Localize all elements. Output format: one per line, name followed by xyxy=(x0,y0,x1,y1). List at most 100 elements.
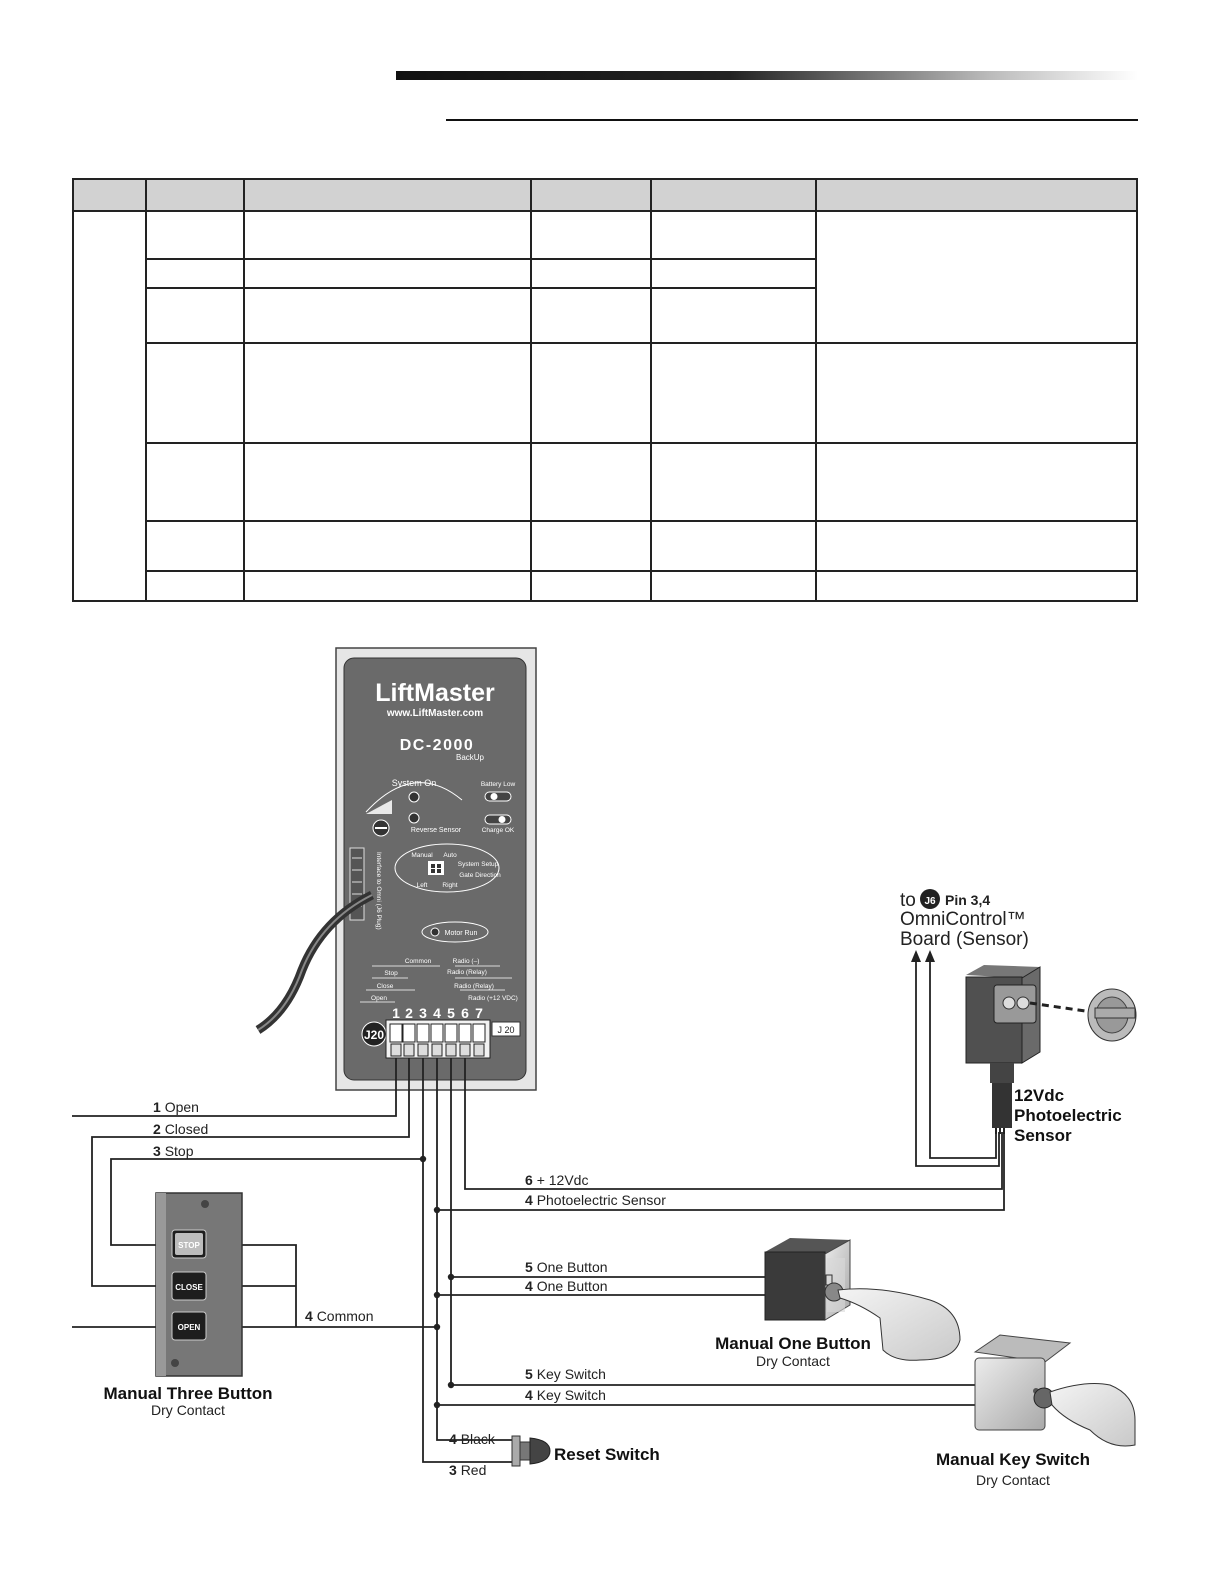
dip-switch[interactable] xyxy=(428,861,444,875)
table-cell xyxy=(530,342,652,444)
table-cell xyxy=(650,258,817,289)
wire-label-closed: 2 Closed xyxy=(153,1121,208,1137)
table-cell xyxy=(145,287,245,344)
brand-url: www.LiftMaster.com xyxy=(386,708,483,719)
table-cell xyxy=(650,442,817,522)
table-header-cell xyxy=(530,178,652,212)
table-row xyxy=(73,287,1137,344)
terminal-socket xyxy=(445,1043,457,1057)
stop-term-label: Stop xyxy=(384,970,398,977)
open-button[interactable] xyxy=(171,1311,207,1341)
radio-12vdc-label: Radio (+12 VDC) xyxy=(468,995,518,1002)
radio-relay-label-2: Radio (Relay) xyxy=(454,983,494,990)
terminal-screw[interactable] xyxy=(472,1023,486,1043)
header-rule xyxy=(446,119,1138,121)
spec-table xyxy=(72,178,1138,602)
pin-number: 3 xyxy=(419,1005,427,1021)
table-cell xyxy=(530,210,652,260)
hand-key-icon xyxy=(1049,1383,1136,1447)
three-button-subtitle: Dry Contact xyxy=(151,1402,225,1418)
table-cell xyxy=(243,258,532,289)
header-bar xyxy=(396,71,1138,80)
pin-number: 2 xyxy=(405,1005,413,1021)
terminal-socket xyxy=(431,1043,443,1057)
pin-number: 5 xyxy=(447,1005,455,1021)
reset-switch-title: Reset Switch xyxy=(554,1445,660,1464)
terminal-screw[interactable] xyxy=(444,1023,458,1043)
terminal-screw[interactable] xyxy=(402,1023,416,1043)
wire-label-stop: 3 Stop xyxy=(153,1143,194,1159)
reverse-sensor-led xyxy=(408,812,420,824)
table-cell xyxy=(650,210,817,260)
sensor-title-1: 12Vdc xyxy=(1014,1086,1064,1105)
table-row xyxy=(73,342,1138,444)
reset-switch: Reset Switch xyxy=(511,1435,660,1467)
reverse-sensor-label: Reverse Sensor xyxy=(411,827,462,834)
wire-label-one-button-4: 4 One Button xyxy=(525,1278,608,1294)
wire-label-one-button-5: 5 One Button xyxy=(525,1259,608,1275)
close-term-label: Close xyxy=(377,983,394,990)
table-header-cell xyxy=(650,178,817,212)
table-row xyxy=(73,520,1138,572)
table-cell xyxy=(530,442,652,522)
j6-badge-label: J6 xyxy=(924,896,936,907)
table-cell xyxy=(243,442,532,522)
terminal-screw[interactable] xyxy=(458,1023,472,1043)
right-label: Right xyxy=(442,882,457,889)
auto-label: Auto xyxy=(443,852,457,859)
motor-run-led xyxy=(430,927,440,937)
one-button-subtitle: Dry Contact xyxy=(756,1353,830,1369)
system-on-led xyxy=(408,791,420,803)
control-panel: LiftMaster www.LiftMaster.com DC-2000 Ba… xyxy=(335,647,537,1091)
table-header-row xyxy=(72,178,1138,212)
common-term-label: Common xyxy=(405,958,432,965)
motor-run-label: Motor Run xyxy=(445,930,478,937)
radio-minus-label: Radio (–) xyxy=(453,958,480,965)
manual-label: Manual xyxy=(411,852,433,859)
omni-destination: to J6 Pin 3,4 OmniControl™ Board (Sensor… xyxy=(900,889,1029,950)
table-cell xyxy=(650,570,817,602)
close-button-label: CLOSE xyxy=(175,1283,203,1292)
one-button-station: Manual One Button Dry Contact xyxy=(715,1238,961,1369)
charge-ok-label: Charge OK xyxy=(482,827,515,834)
table-header-cell xyxy=(72,178,147,212)
pin-number: 4 xyxy=(433,1005,441,1021)
reset-button-icon[interactable] xyxy=(529,1437,551,1465)
table-header-cell xyxy=(243,178,532,212)
omni-pin-label: Pin 3,4 xyxy=(945,892,990,908)
table-cell xyxy=(243,520,532,572)
table-row xyxy=(72,210,1138,602)
photoelectric-sensor: 12Vdc Photoelectric Sensor xyxy=(965,965,1137,1145)
wire-label-common: 4 Common xyxy=(305,1308,373,1324)
table-cell xyxy=(72,210,147,602)
pin-number: 7 xyxy=(475,1005,483,1021)
table-cell xyxy=(530,258,652,289)
terminal-screw[interactable] xyxy=(389,1023,403,1043)
wire-labels: 1 Open 2 Closed 3 Stop 6 + 12Vdc 4 Photo… xyxy=(153,1099,666,1478)
table-cell xyxy=(145,210,245,260)
table-cell xyxy=(145,342,245,444)
table-header-cell xyxy=(815,178,1138,212)
table-cell xyxy=(815,520,1138,572)
table-cell xyxy=(243,210,532,260)
wire-label-key-4: 4 Key Switch xyxy=(525,1387,606,1403)
terminal-screw[interactable] xyxy=(416,1023,430,1043)
wire-label-key-5: 5 Key Switch xyxy=(525,1366,606,1382)
table-cell xyxy=(145,258,245,289)
j6-badge xyxy=(920,889,940,909)
radio-relay-label-1: Radio (Relay) xyxy=(447,969,487,976)
table-cell xyxy=(530,520,652,572)
terminal-socket xyxy=(473,1043,485,1057)
beam-line xyxy=(1029,1001,1093,1014)
table-cell xyxy=(243,342,532,444)
table-cell xyxy=(650,342,817,444)
gate-direction-label: Gate Direction xyxy=(459,872,501,879)
terminal-screw[interactable] xyxy=(430,1023,444,1043)
table-cell xyxy=(650,520,817,572)
close-button[interactable] xyxy=(171,1271,207,1301)
sensor-title-2: Photoelectric xyxy=(1014,1106,1122,1125)
table-cell xyxy=(243,570,532,602)
table-cell xyxy=(243,287,532,344)
table-row xyxy=(73,258,1137,289)
table-cell xyxy=(530,287,652,344)
